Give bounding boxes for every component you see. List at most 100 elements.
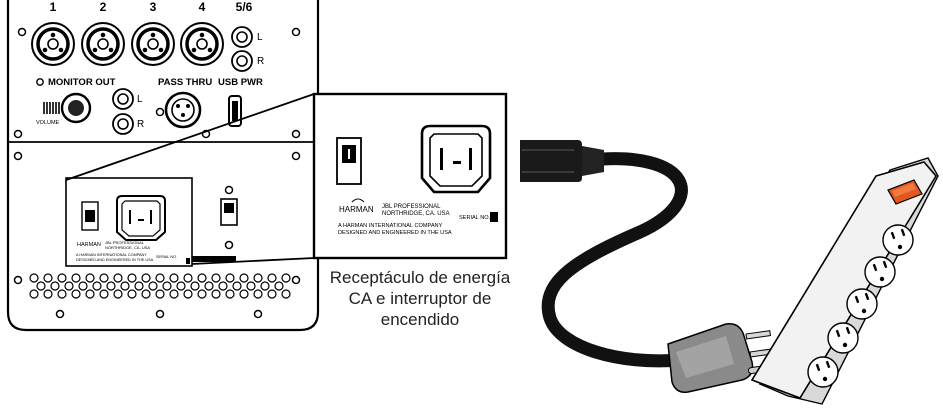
vent-hole bbox=[239, 289, 249, 299]
vent-hole bbox=[232, 281, 242, 291]
input-label-2: 2 bbox=[100, 0, 107, 14]
volume-label: VOLUME bbox=[36, 120, 60, 126]
usb-port bbox=[228, 95, 242, 127]
combo-jack-2 bbox=[81, 22, 125, 66]
input-label-1: 1 bbox=[50, 0, 57, 14]
zoom-serial: SERIAL NO. bbox=[459, 215, 491, 221]
vent-hole bbox=[155, 273, 165, 283]
vent-hole bbox=[113, 273, 123, 283]
vent-hole bbox=[267, 289, 277, 299]
vent-hole bbox=[29, 273, 39, 283]
vent-hole bbox=[183, 289, 193, 299]
strip-power-switch bbox=[887, 179, 923, 205]
vent-hole bbox=[78, 281, 88, 291]
panel-screws bbox=[13, 27, 301, 319]
vent-hole bbox=[197, 289, 207, 299]
vent-hole bbox=[29, 289, 39, 299]
vent-hole bbox=[141, 289, 151, 299]
vent-hole bbox=[281, 273, 291, 283]
vent-hole bbox=[127, 273, 137, 283]
outlet-4 bbox=[827, 322, 859, 354]
vent-hole bbox=[267, 273, 277, 283]
vent-hole bbox=[281, 289, 291, 299]
vent-hole bbox=[43, 273, 53, 283]
vent-hole bbox=[211, 289, 221, 299]
vent-hole bbox=[169, 289, 179, 299]
vent-hole bbox=[43, 289, 53, 299]
monitor-out-rca bbox=[112, 88, 134, 135]
vent-holes bbox=[29, 273, 291, 299]
vent-hole bbox=[99, 273, 109, 283]
stereo-label-r: R bbox=[257, 56, 264, 67]
stereo-label-l: L bbox=[257, 32, 263, 43]
volume-knob bbox=[43, 92, 92, 124]
vent-hole bbox=[239, 273, 249, 283]
small-plate-brand: HARMAN bbox=[77, 242, 101, 248]
zoom-region-marker bbox=[192, 256, 236, 262]
panel-mains-switch bbox=[220, 185, 238, 250]
small-plate-line3: A HARMAN INTERNATIONAL COMPANY bbox=[76, 253, 147, 257]
vent-hole bbox=[169, 273, 179, 283]
zoom-leader-lines bbox=[65, 93, 315, 265]
vent-hole bbox=[253, 273, 263, 283]
vent-hole bbox=[85, 273, 95, 283]
vent-hole bbox=[246, 281, 256, 291]
zoom-brand: HARMAN bbox=[339, 205, 374, 214]
outlet-1 bbox=[882, 224, 914, 256]
harman-logo-icon bbox=[351, 198, 365, 203]
vent-hole bbox=[225, 273, 235, 283]
vent-hole bbox=[260, 281, 270, 291]
vent-hole bbox=[218, 281, 228, 291]
vent-hole bbox=[155, 289, 165, 299]
vent-hole bbox=[148, 281, 158, 291]
vent-hole bbox=[50, 281, 60, 291]
caption-line-2: CA e interruptor de bbox=[349, 289, 492, 308]
vent-hole bbox=[176, 281, 186, 291]
combo-jack-4 bbox=[180, 22, 224, 66]
caption: Receptáculo de energía CA e interruptor … bbox=[330, 268, 511, 329]
power-strip bbox=[750, 157, 939, 405]
outlet-3 bbox=[846, 288, 878, 320]
iec-connector bbox=[520, 140, 604, 182]
zoom-line2: NORTHRIDGE, CA. USA bbox=[382, 211, 450, 217]
combo-jack-3 bbox=[131, 22, 175, 66]
vent-hole bbox=[36, 281, 46, 291]
vent-hole bbox=[71, 289, 81, 299]
caption-line-3: encendido bbox=[381, 310, 459, 329]
vent-hole bbox=[183, 273, 193, 283]
vent-hole bbox=[99, 289, 109, 299]
power-switch-icon bbox=[336, 137, 362, 185]
vent-hole bbox=[162, 281, 172, 291]
small-plate-line2: NORTHRIDGE, CA. USA bbox=[105, 245, 150, 250]
outlet-5 bbox=[807, 356, 839, 388]
vent-hole bbox=[71, 273, 81, 283]
input-labels: 1 2 3 4 5/6 bbox=[50, 0, 253, 14]
vent-hole bbox=[197, 273, 207, 283]
caption-line-1: Receptáculo de energía bbox=[330, 268, 511, 287]
input-label-5-6: 5/6 bbox=[236, 0, 253, 14]
vent-hole bbox=[120, 281, 130, 291]
power-cord bbox=[520, 140, 774, 394]
ac-power-inlet-icon bbox=[420, 124, 492, 194]
vent-hole bbox=[134, 281, 144, 291]
zoom-line3: A HARMAN INTERNATIONAL COMPANY bbox=[338, 223, 443, 229]
usb-pwr-label: USB PWR bbox=[218, 77, 263, 88]
pass-thru-xlr bbox=[155, 91, 211, 139]
small-power-plate: HARMAN JBL PROFESSIONAL NORTHRIDGE, CA. … bbox=[65, 177, 193, 267]
small-plate-line1: JBL PROFESSIONAL bbox=[105, 240, 145, 245]
small-plate-line4: DESIGNED AND ENGINEERED IN THE USA bbox=[76, 258, 154, 262]
monitor-out-label: MONITOR OUT bbox=[48, 77, 116, 88]
monitor-out-led bbox=[36, 78, 44, 86]
vent-hole bbox=[127, 289, 137, 299]
vent-hole bbox=[106, 281, 116, 291]
vent-hole bbox=[57, 273, 67, 283]
monitor-label-l: L bbox=[137, 94, 143, 105]
stereo-input-5-6 bbox=[231, 26, 253, 72]
vent-hole bbox=[113, 289, 123, 299]
vent-hole bbox=[190, 281, 200, 291]
zoom-line1: JBL PROFESSIONAL bbox=[382, 204, 441, 210]
vent-hole bbox=[274, 281, 284, 291]
vent-hole bbox=[57, 289, 67, 299]
vent-hole bbox=[225, 289, 235, 299]
